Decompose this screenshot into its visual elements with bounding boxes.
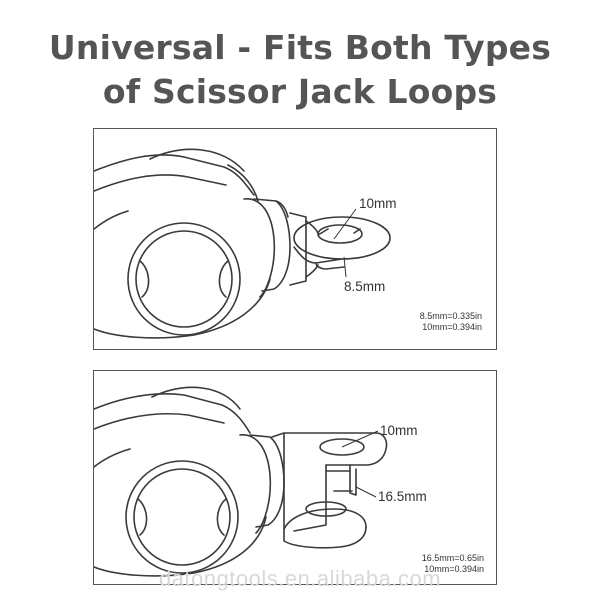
fork-loop-illustration (94, 386, 388, 577)
conversion-line: 10mm=0.394in (422, 322, 482, 332)
watermark: datongtools.en.alibaba.com (158, 566, 442, 591)
label-loop-thickness: 8.5mm (344, 279, 386, 294)
label-fork-gap: 16.5mm (378, 489, 427, 504)
conversion-notes: 8.5mm=0.335in 10mm=0.394in (420, 311, 482, 333)
eye-loop-illustration (94, 148, 391, 339)
conversion-line: 16.5mm=0.65in (421, 553, 484, 563)
title-line-1: Universal - Fits Both Types (48, 28, 552, 67)
panel-eye-loop: 10mm 8.5mm 8.5mm=0.335in 10mm=0.394in (93, 128, 497, 350)
label-hole-diameter: 10mm (380, 423, 418, 438)
label-hole-diameter: 10mm (359, 196, 397, 211)
panel-fork-loop: 10mm 16.5mm 16.5mm=0.65in 10mm=0.394in (93, 370, 497, 585)
conversion-line: 8.5mm=0.335in (419, 311, 482, 321)
conversion-line: 10mm=0.394in (424, 564, 484, 574)
conversion-notes: 16.5mm=0.65in 10mm=0.394in (422, 553, 484, 575)
title-line-2: of Scissor Jack Loops (102, 72, 498, 111)
